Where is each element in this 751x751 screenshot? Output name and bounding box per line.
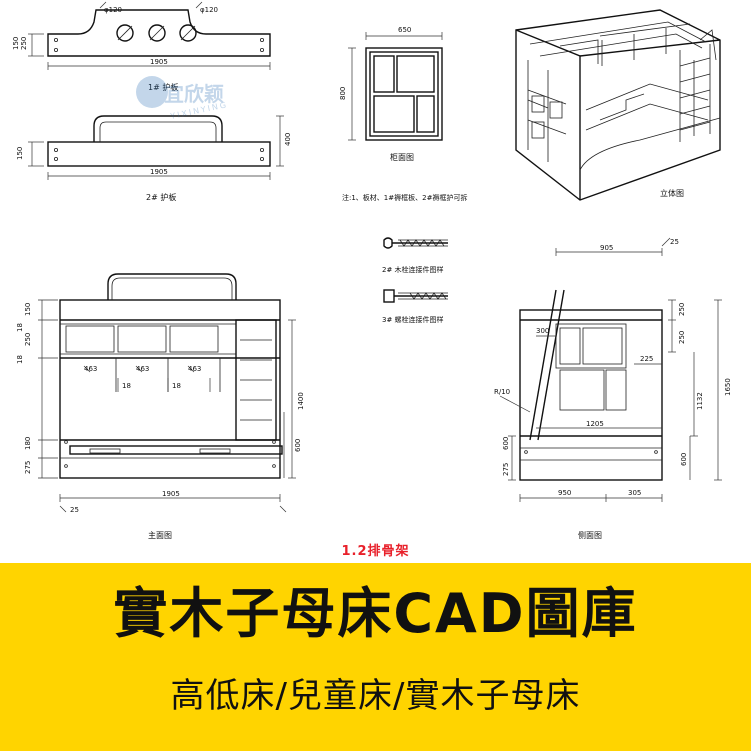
rail-1-label: 1# 护板 <box>148 82 178 92</box>
front-label: 主面图 <box>148 530 172 540</box>
rail-1-height-b: 250 <box>20 37 28 50</box>
front-offset: 25 <box>70 506 79 514</box>
title-banner <box>0 563 751 751</box>
side-elevation-drawing <box>499 237 722 502</box>
front-dim-left-5: 275 <box>24 461 32 474</box>
rail-2-drawing <box>28 115 284 180</box>
rail-2-length: 1905 <box>150 168 168 176</box>
rail-1-hole-a: φ120 <box>104 6 122 14</box>
front-height: 1400 <box>297 392 305 410</box>
front-gap-1: 18 <box>122 382 131 390</box>
hardware-item-1: 2# 木栓连接件图样 <box>382 265 444 274</box>
rail-2-label: 2# 护板 <box>146 192 176 202</box>
side-lower: 600 <box>680 453 688 466</box>
front-dim-left-0: 150 <box>24 303 32 316</box>
hardware-item-2: 3# 螺栓连接件图样 <box>382 315 444 324</box>
front-bay-2: 463 <box>188 365 201 373</box>
watermark-circle-icon <box>136 76 168 108</box>
front-bay-1: 463 <box>136 365 149 373</box>
front-bay-0: 463 <box>84 365 97 373</box>
side-step: 225 <box>640 355 653 363</box>
side-total-height: 1650 <box>724 378 732 396</box>
side-upper: 250 <box>678 303 686 316</box>
side-angle: R/10 <box>494 388 510 396</box>
cabinet-label: 柜面图 <box>390 152 414 162</box>
banner-subtitle: 高低床/兒童床/實木子母床 <box>170 676 581 716</box>
watermark-logo: 宜欣颖 YIXINYING <box>128 64 229 124</box>
cad-drawing-sheet: 150 250 1905 φ120 φ120 1# 护板 150 400 190… <box>12 1 732 540</box>
frame-caption: 1.2排骨架 <box>341 544 410 559</box>
front-dim-left-3: 18 <box>16 355 24 364</box>
side-left-dim-1: 275 <box>502 463 510 476</box>
front-elevation-drawing <box>38 273 296 513</box>
front-dim-left-2: 18 <box>16 323 24 332</box>
rail-1-length: 1905 <box>150 58 168 66</box>
rail-1-drawing <box>28 1 271 70</box>
side-top-width: 905 <box>600 244 613 252</box>
hardware-drawing <box>383 237 448 303</box>
cabinet-height: 800 <box>339 87 347 100</box>
watermark-text: 宜欣颖 <box>164 82 224 106</box>
front-dim-left-1: 250 <box>24 333 32 346</box>
side-base-width: 950 <box>558 489 571 497</box>
rail-1-hole-b: φ120 <box>200 6 218 14</box>
side-bed-length: 1205 <box>586 420 604 428</box>
rail-2-height-b: 400 <box>284 133 292 146</box>
rail-2-height-a: 150 <box>16 147 24 160</box>
front-lower: 600 <box>294 439 302 452</box>
side-top-offset: 25 <box>670 238 679 246</box>
cabinet-face-drawing <box>348 32 443 141</box>
side-ladder-width: 300 <box>536 327 549 335</box>
construction-note: 注:1、板材、1#褥框板、2#褥框护可拆 <box>342 193 467 202</box>
side-left-dim-0: 600 <box>502 437 510 450</box>
front-gap-2: 18 <box>172 382 181 390</box>
isometric-bed-drawing <box>515 9 721 201</box>
side-upper-2: 250 <box>678 331 686 344</box>
front-dim-left-4: 180 <box>24 437 32 450</box>
side-base-offset: 305 <box>628 489 641 497</box>
isometric-label: 立体图 <box>660 188 684 198</box>
side-label: 侧面图 <box>578 530 602 540</box>
side-mid: 1132 <box>696 392 704 410</box>
front-width: 1905 <box>162 490 180 498</box>
banner-title: 實木子母床CAD圖庫 <box>113 582 638 645</box>
cabinet-width: 650 <box>398 26 411 34</box>
rail-1-height-a: 150 <box>12 37 20 50</box>
